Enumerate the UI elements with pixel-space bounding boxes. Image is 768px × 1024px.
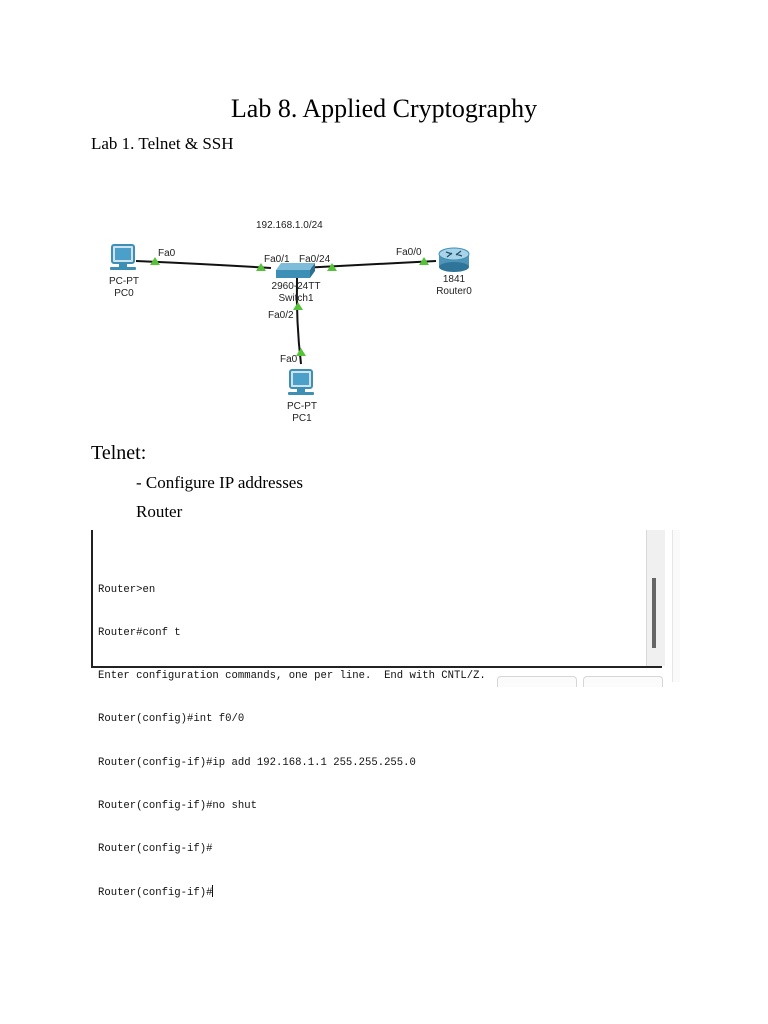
router-model-label: 1841 bbox=[443, 274, 466, 285]
cli-line: Router(config)#int f0/0 bbox=[98, 713, 245, 726]
switch-name-label: Switch1 bbox=[278, 293, 313, 304]
cli-line: Router(config-if)# bbox=[98, 843, 213, 856]
router-subheading: Router bbox=[136, 502, 183, 521]
pc0-port-label: Fa0 bbox=[158, 248, 176, 259]
text-cursor bbox=[212, 885, 214, 898]
pc0-device bbox=[110, 244, 136, 270]
router-icon bbox=[438, 247, 470, 261]
cli-line: Router#conf t bbox=[98, 627, 181, 640]
cli-prompt: Router(config-if)# bbox=[98, 887, 213, 900]
network-topology-diagram: 192.168.1.0/24 Fa0 PC-PT PC0 Fa0/1 Fa0/2… bbox=[109, 220, 472, 424]
link-status-indicator bbox=[293, 302, 303, 310]
pc1-device bbox=[288, 369, 314, 395]
switch-model-label: 2960-24TT bbox=[272, 281, 321, 292]
window-edge bbox=[672, 530, 680, 682]
switch1-device bbox=[276, 263, 315, 278]
cli-screenshot: Router>en Router#conf t Enter configurat… bbox=[91, 530, 680, 899]
cli-prompt-line: Router(config-if)# bbox=[98, 885, 486, 899]
link-status-indicator bbox=[327, 263, 337, 271]
pc1-port-label: Fa0 bbox=[280, 354, 298, 365]
switch-port-pc0-label: Fa0/1 bbox=[264, 254, 290, 265]
cli-line: Router(config-if)#ip add 192.168.1.1 255… bbox=[98, 756, 416, 769]
router-name-label: Router0 bbox=[436, 286, 472, 297]
router-port-label: Fa0/0 bbox=[396, 247, 422, 258]
bullet-configure-ip: - Configure IP addresses bbox=[136, 473, 303, 492]
pc0-name-label: PC0 bbox=[114, 288, 134, 299]
link-pc0-switch1 bbox=[135, 260, 272, 269]
partial-button bbox=[497, 676, 577, 687]
pc1-name-label: PC1 bbox=[292, 413, 312, 424]
pc1-type-label: PC-PT bbox=[287, 401, 317, 412]
switch-port-router-label: Fa0/24 bbox=[299, 254, 331, 265]
document-subtitle: Lab 1. Telnet & SSH bbox=[91, 134, 234, 153]
cli-line: Router(config-if)#no shut bbox=[98, 799, 257, 812]
link-status-indicator bbox=[150, 257, 160, 265]
cli-terminal: Router>en Router#conf t Enter configurat… bbox=[91, 530, 665, 899]
document-title: Lab 8. Applied Cryptography bbox=[230, 94, 538, 123]
switch-port-pc1-label: Fa0/2 bbox=[268, 310, 294, 321]
pc0-type-label: PC-PT bbox=[109, 276, 139, 287]
cli-line: Router>en bbox=[98, 583, 156, 596]
switch-icon bbox=[276, 263, 315, 270]
network-label: 192.168.1.0/24 bbox=[256, 220, 323, 231]
link-status-indicator bbox=[419, 257, 429, 265]
cli-line: Enter configuration commands, one per li… bbox=[98, 670, 486, 683]
cli-output: Router>en Router#conf t Enter configurat… bbox=[98, 554, 486, 928]
link-status-indicator bbox=[256, 263, 266, 271]
partial-button bbox=[583, 676, 663, 687]
link-status-indicator bbox=[296, 348, 306, 356]
router0-device bbox=[438, 247, 470, 272]
section-heading-telnet: Telnet: bbox=[91, 442, 147, 464]
scrollbar-thumb[interactable] bbox=[652, 578, 656, 648]
